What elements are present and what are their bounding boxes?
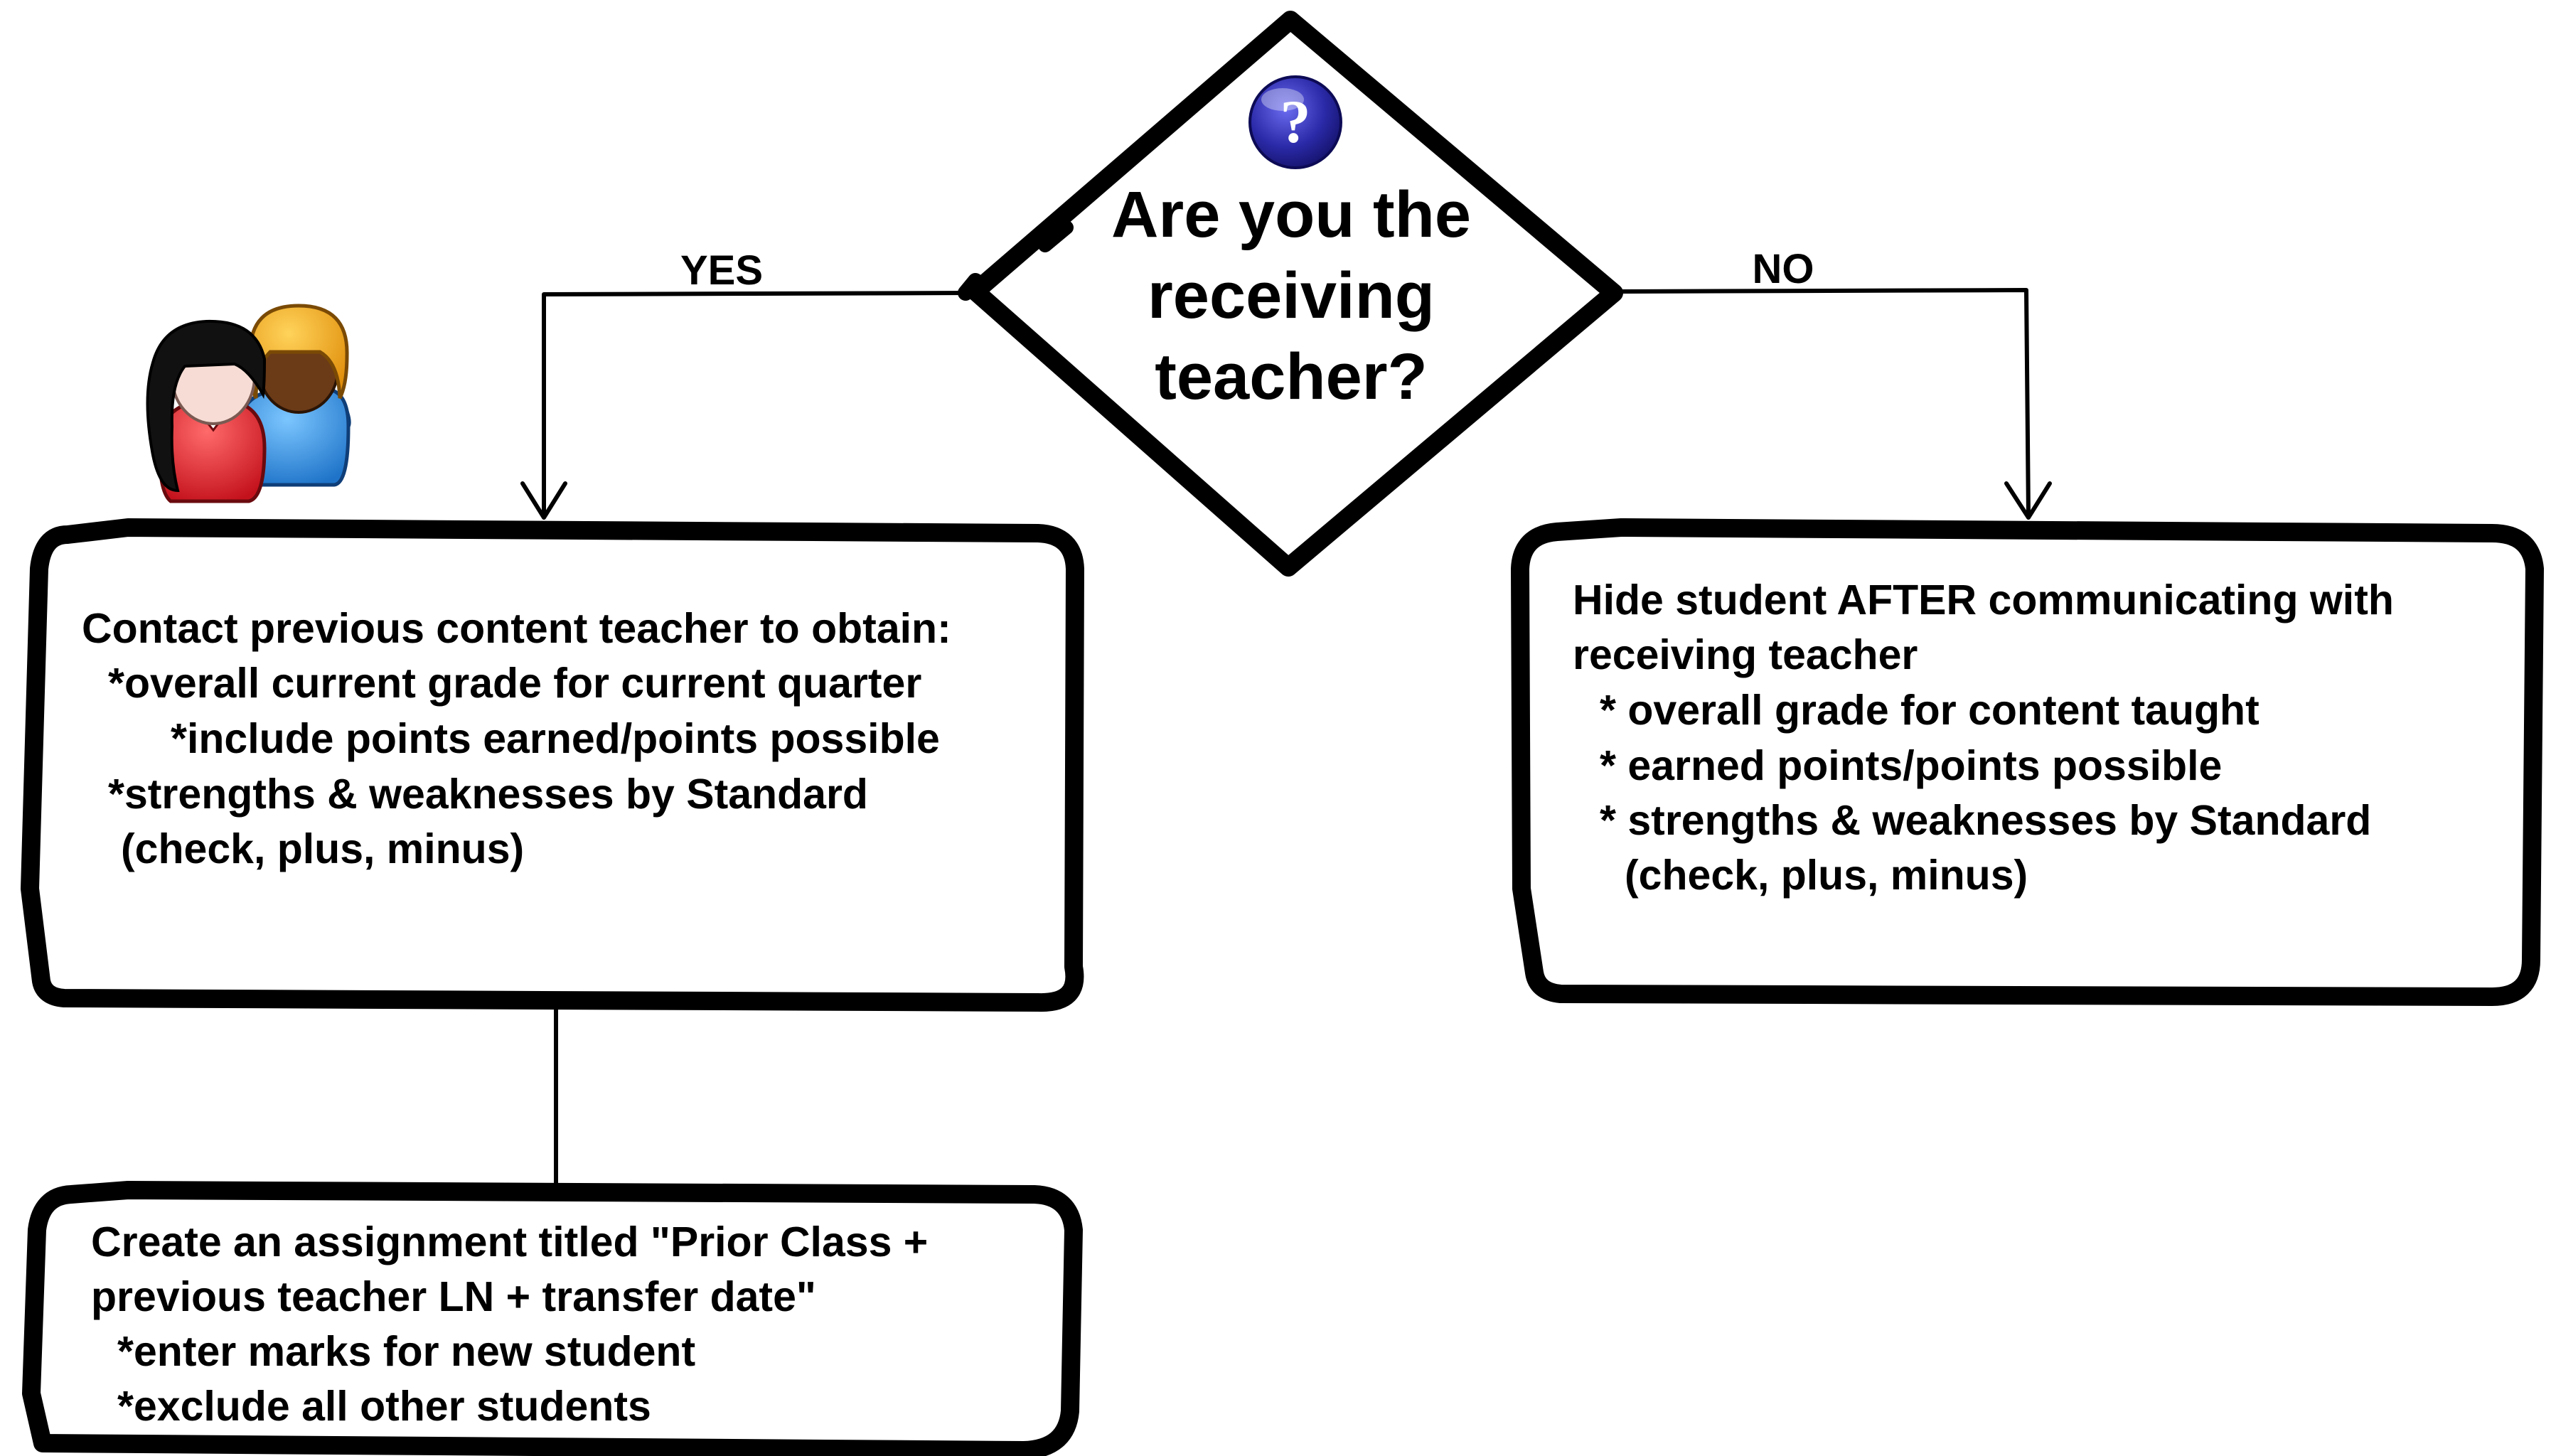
yes-label: YES: [680, 247, 763, 294]
yes-box-line-2: *overall current grade for current quart…: [108, 660, 921, 707]
yes-box-line-4: *strengths & weaknesses by Standard: [108, 771, 868, 818]
no-box-line-2: receiving teacher: [1573, 631, 1918, 678]
yes-box: [21, 518, 1084, 1012]
next-box: [22, 1181, 1083, 1456]
no-box-line-5: * strengths & weaknesses by Standard: [1600, 797, 2371, 844]
decision-line-3: teacher?: [1155, 341, 1428, 413]
yes-box-line-1: Contact previous content teacher to obta…: [82, 605, 951, 652]
next-box-line-3: *enter marks for new student: [117, 1328, 695, 1375]
next-box-line-4: *exclude all other students: [117, 1383, 651, 1430]
no-box-line-3: * overall grade for content taught: [1600, 687, 2259, 734]
no-box-line-6: (check, plus, minus): [1625, 852, 2028, 899]
no-label: NO: [1753, 246, 1814, 292]
yes-box-line-3: *include points earned/points possible: [171, 715, 940, 762]
yes-box-line-5: (check, plus, minus): [121, 825, 524, 872]
yes-connector: [520, 291, 973, 520]
no-connector: [1613, 288, 2052, 520]
no-box: [1511, 518, 2544, 1006]
decision-line-2: receiving: [1148, 259, 1435, 332]
no-box-line-4: * earned points/points possible: [1600, 742, 2222, 789]
decision-line-1: Are you the: [1111, 178, 1471, 251]
svg-text:?: ?: [1280, 87, 1311, 156]
next-box-line-1: Create an assignment titled "Prior Class…: [91, 1219, 928, 1265]
no-box-line-1: Hide student AFTER communicating with: [1573, 577, 2394, 623]
two-people-icon: [146, 304, 351, 503]
question-mark-icon: ?: [1248, 75, 1342, 169]
next-box-line-2: previous teacher LN + transfer date": [91, 1273, 816, 1320]
